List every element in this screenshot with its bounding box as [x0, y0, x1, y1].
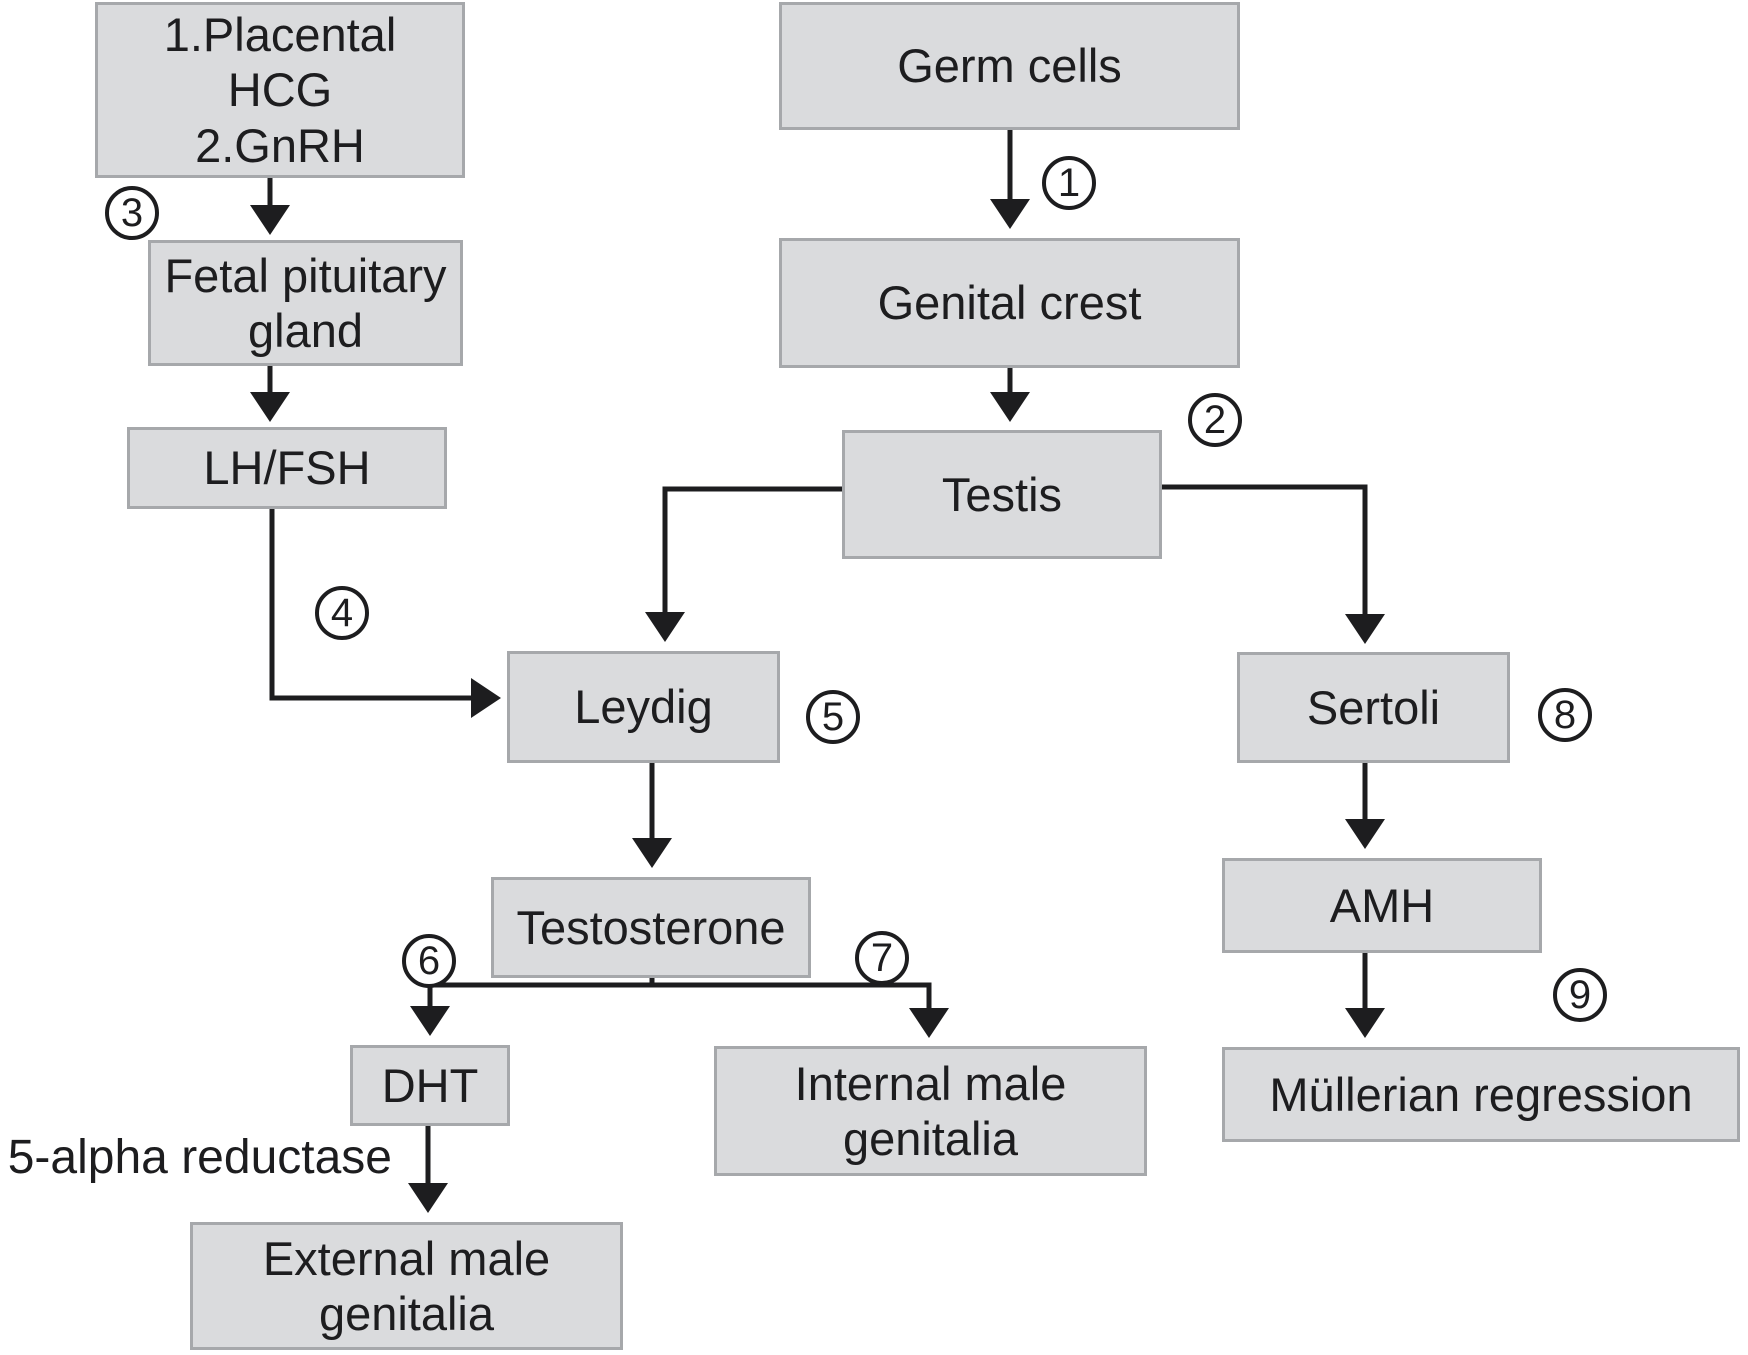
node-fetal-pituitary-gland: Fetal pituitary gland: [148, 240, 463, 366]
node-sertoli: Sertoli: [1237, 652, 1510, 763]
node-external-male-genitalia: External male genitalia: [190, 1222, 623, 1350]
node-genital-crest: Genital crest: [779, 238, 1240, 368]
node-leydig: Leydig: [507, 651, 780, 763]
step-marker-9: 9: [1553, 968, 1607, 1022]
node-dht: DHT: [350, 1045, 510, 1126]
node-internal-male-genitalia: Internal male genitalia: [714, 1046, 1147, 1176]
edge-lhfsh-to-leydig: [269, 509, 501, 718]
edge-testis-to-sertoli: [1162, 484, 1385, 644]
node-amh: AMH: [1222, 858, 1542, 953]
node-testis: Testis: [842, 430, 1162, 559]
step-marker-1: 1: [1042, 156, 1096, 210]
step-marker-2: 2: [1188, 393, 1242, 447]
node-lh-fsh: LH/FSH: [127, 427, 447, 509]
node-testosterone: Testosterone: [491, 877, 811, 978]
step-marker-4: 4: [315, 586, 369, 640]
step-marker-5: 5: [806, 690, 860, 744]
step-marker-8: 8: [1538, 688, 1592, 742]
label-five-alpha-reductase: 5-alpha reductase: [7, 1131, 392, 1184]
edge-testis-to-leydig: [645, 486, 842, 642]
edge-testosterone-to-internal-genitalia: [652, 982, 949, 1038]
node-germ-cells: Germ cells: [779, 2, 1240, 130]
edge-testosterone-to-dht: [410, 982, 652, 1036]
node-mullerian-regression: Müllerian regression: [1222, 1047, 1740, 1142]
node-placental-hcg-gnrh: 1.Placental HCG 2.GnRH: [95, 2, 465, 178]
step-marker-7: 7: [855, 931, 909, 985]
step-marker-3: 3: [105, 186, 159, 240]
step-marker-6: 6: [402, 934, 456, 988]
